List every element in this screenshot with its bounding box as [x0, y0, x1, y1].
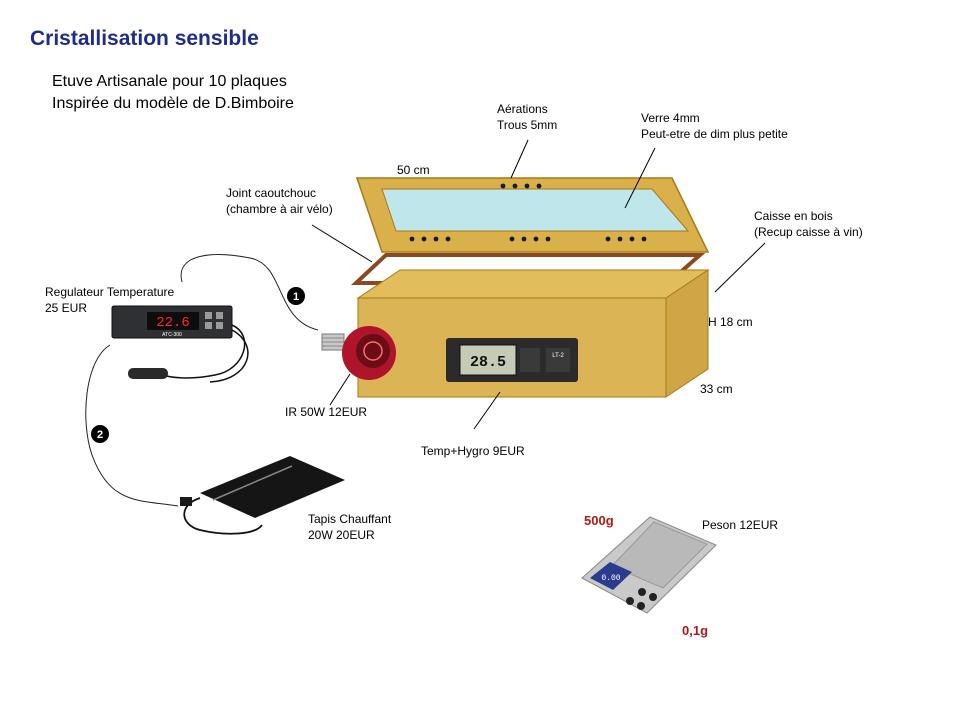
marker-2-label: 2 [97, 429, 103, 441]
marker-1: 1 [287, 287, 305, 305]
label-regulateur: Regulateur Temperature 25 EUR [45, 284, 174, 316]
caisse-line-1: Caisse en bois [754, 209, 833, 223]
tapis-line-2: 20W 20EUR [308, 528, 375, 542]
regulator-model: ATC-300 [162, 332, 182, 338]
hygro-model: LT-2 [552, 353, 564, 359]
aerations-line-2: Trous 5mm [497, 118, 558, 132]
label-scale-max: 500g [584, 513, 614, 528]
hygro-display: 28.5 [470, 354, 506, 371]
joint-line-2: (chambre à air vélo) [226, 202, 333, 216]
hygrometer [446, 338, 578, 382]
subtitle: Etuve Artisanale pour 10 plaques Inspiré… [52, 71, 294, 115]
label-ir: IR 50W 12EUR [285, 405, 368, 419]
verre-line-2: Peut-etre de dim plus petite [641, 127, 788, 141]
ir-lamp [321, 326, 396, 380]
caisse-line-2: (Recup caisse à vin) [754, 225, 863, 239]
tapis-line-1: Tapis Chauffant [308, 512, 392, 526]
subtitle-line-2: Inspirée du modèle de D.Bimboire [52, 95, 294, 112]
regulateur-line-2: 25 EUR [45, 301, 88, 315]
lid-glass [381, 188, 690, 232]
cables [85, 254, 319, 507]
marker-2: 2 [91, 425, 109, 443]
vent-holes [409, 183, 647, 242]
label-joint: Joint caoutchouc (chambre à air vélo) [226, 185, 333, 217]
label-depth: 33 cm [700, 382, 733, 396]
marker-1-label: 1 [293, 291, 299, 303]
label-tapis: Tapis Chauffant 20W 20EUR [308, 511, 391, 543]
scale-display: 0.00 [601, 574, 620, 583]
verre-line-1: Verre 4mm [641, 111, 700, 125]
heating-mat [180, 456, 345, 535]
label-caisse: Caisse en bois (Recup caisse à vin) [754, 208, 863, 240]
subtitle-line-1: Etuve Artisanale pour 10 plaques [52, 73, 287, 90]
box-side [665, 269, 709, 398]
regulator [111, 305, 249, 383]
regulator-display: 22.6 [156, 315, 190, 331]
box-top [356, 269, 710, 299]
page-title: Cristallisation sensible [30, 27, 259, 50]
label-scale-min: 0,1g [682, 623, 709, 638]
label-peson: Peson 12EUR [702, 518, 779, 532]
aerations-line-1: Aérations [497, 102, 548, 116]
label-hygro: Temp+Hygro 9EUR [421, 444, 525, 458]
label-aerations: Aérations Trous 5mm [497, 101, 557, 133]
label-verre: Verre 4mm Peut-etre de dim plus petite [641, 110, 788, 142]
digital-scale [581, 516, 717, 614]
joint-line-1: Joint caoutchouc [226, 186, 317, 200]
label-height: H 18 cm [708, 315, 753, 329]
regulateur-line-1: Regulateur Temperature [45, 285, 175, 299]
label-width: 50 cm [397, 163, 430, 177]
leader-lines [311, 139, 766, 430]
